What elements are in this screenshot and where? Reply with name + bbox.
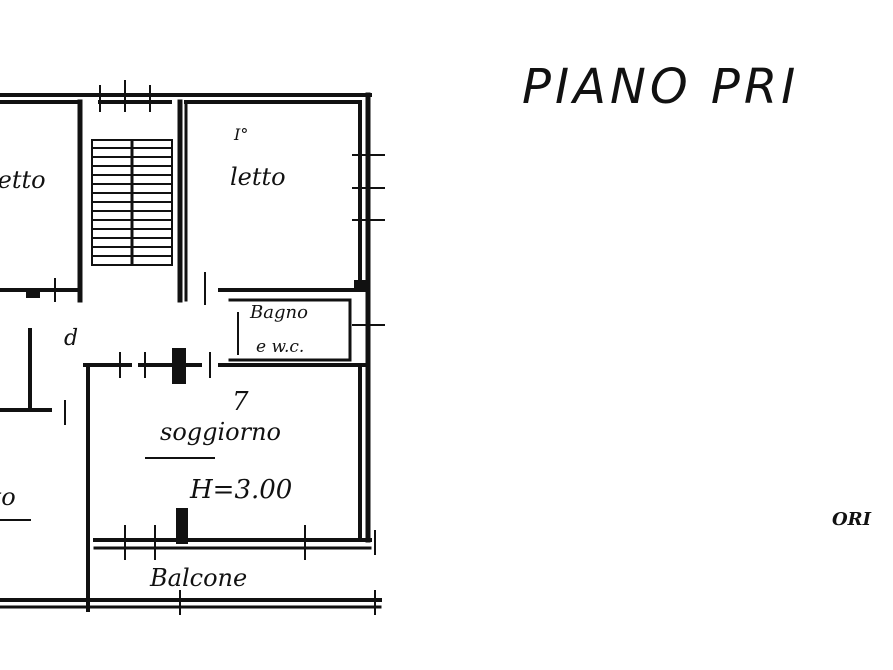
room-label-hall: d [64,326,78,351]
orientation-label: ORI [832,509,872,530]
room-label-bedroom-left: letto [0,166,46,194]
room-index-bedroom-right: I° [233,125,248,144]
openings [54,80,385,615]
room-label-living: soggiorno [160,418,281,446]
room-label-bottom-left: tto [0,483,16,511]
staircase [91,139,173,266]
outer-walls [0,92,382,609]
room-label-bathroom-1: Bagno [249,302,308,323]
floor-title: PIANO PRI [522,59,799,115]
interior-walls [0,99,372,612]
room-label-bedroom-right: letto [230,163,286,191]
room-index-living: 7 [232,387,249,417]
room-label-balcony: Balcone [149,564,247,592]
room-label-bathroom-2: e w.c. [256,337,304,357]
pillars [26,280,366,544]
room-height-label: H=3.00 [189,475,292,505]
